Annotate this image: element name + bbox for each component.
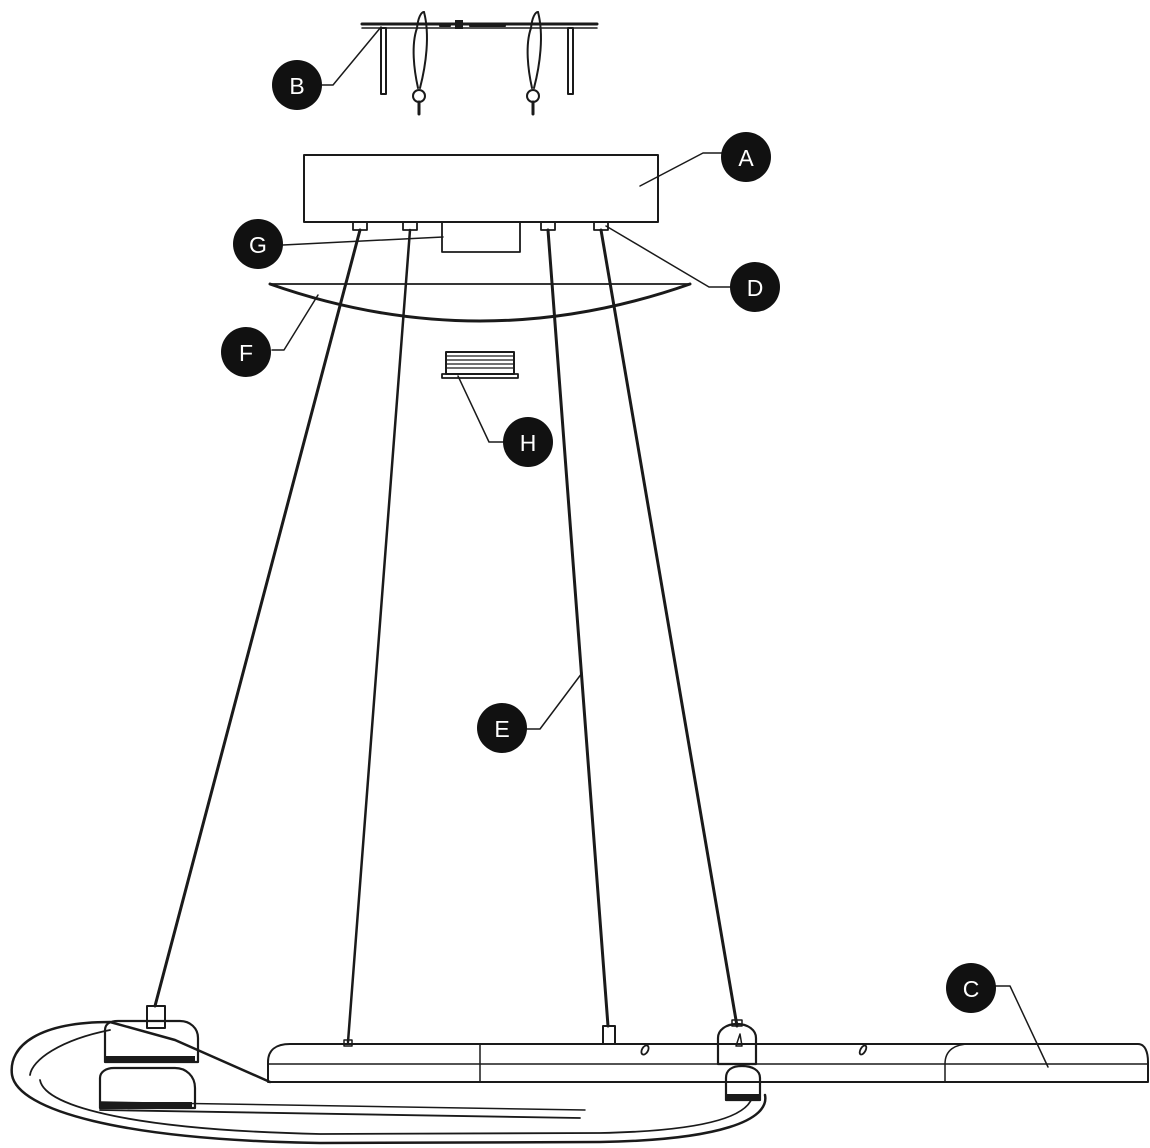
callout-B: B	[272, 60, 322, 110]
callout-D: D	[730, 262, 780, 312]
driver-box	[441, 221, 521, 253]
light-ring	[10, 1005, 1149, 1145]
cable-grippers	[352, 221, 609, 231]
callout-C: C	[946, 963, 996, 1013]
callout-A: A	[721, 132, 771, 182]
canopy-cover	[268, 282, 692, 323]
callout-E-label: E	[494, 716, 509, 742]
leader-lines	[271, 26, 1049, 1068]
callout-A-label: A	[738, 145, 754, 171]
callout-C-label: C	[963, 976, 980, 1002]
callout-F-label: F	[239, 340, 253, 366]
callout-B-label: B	[289, 73, 304, 99]
mounting-bracket	[360, 11, 599, 116]
callout-F: F	[221, 327, 271, 377]
canopy	[303, 154, 659, 223]
callout-H-label: H	[520, 430, 537, 456]
terminal-block	[441, 351, 519, 379]
callout-G-label: G	[249, 232, 267, 258]
callout-E: E	[477, 703, 527, 753]
callout-G: G	[233, 219, 283, 269]
callout-D-label: D	[747, 275, 764, 301]
suspension-cables	[153, 228, 739, 1044]
callout-H: H	[503, 417, 553, 467]
